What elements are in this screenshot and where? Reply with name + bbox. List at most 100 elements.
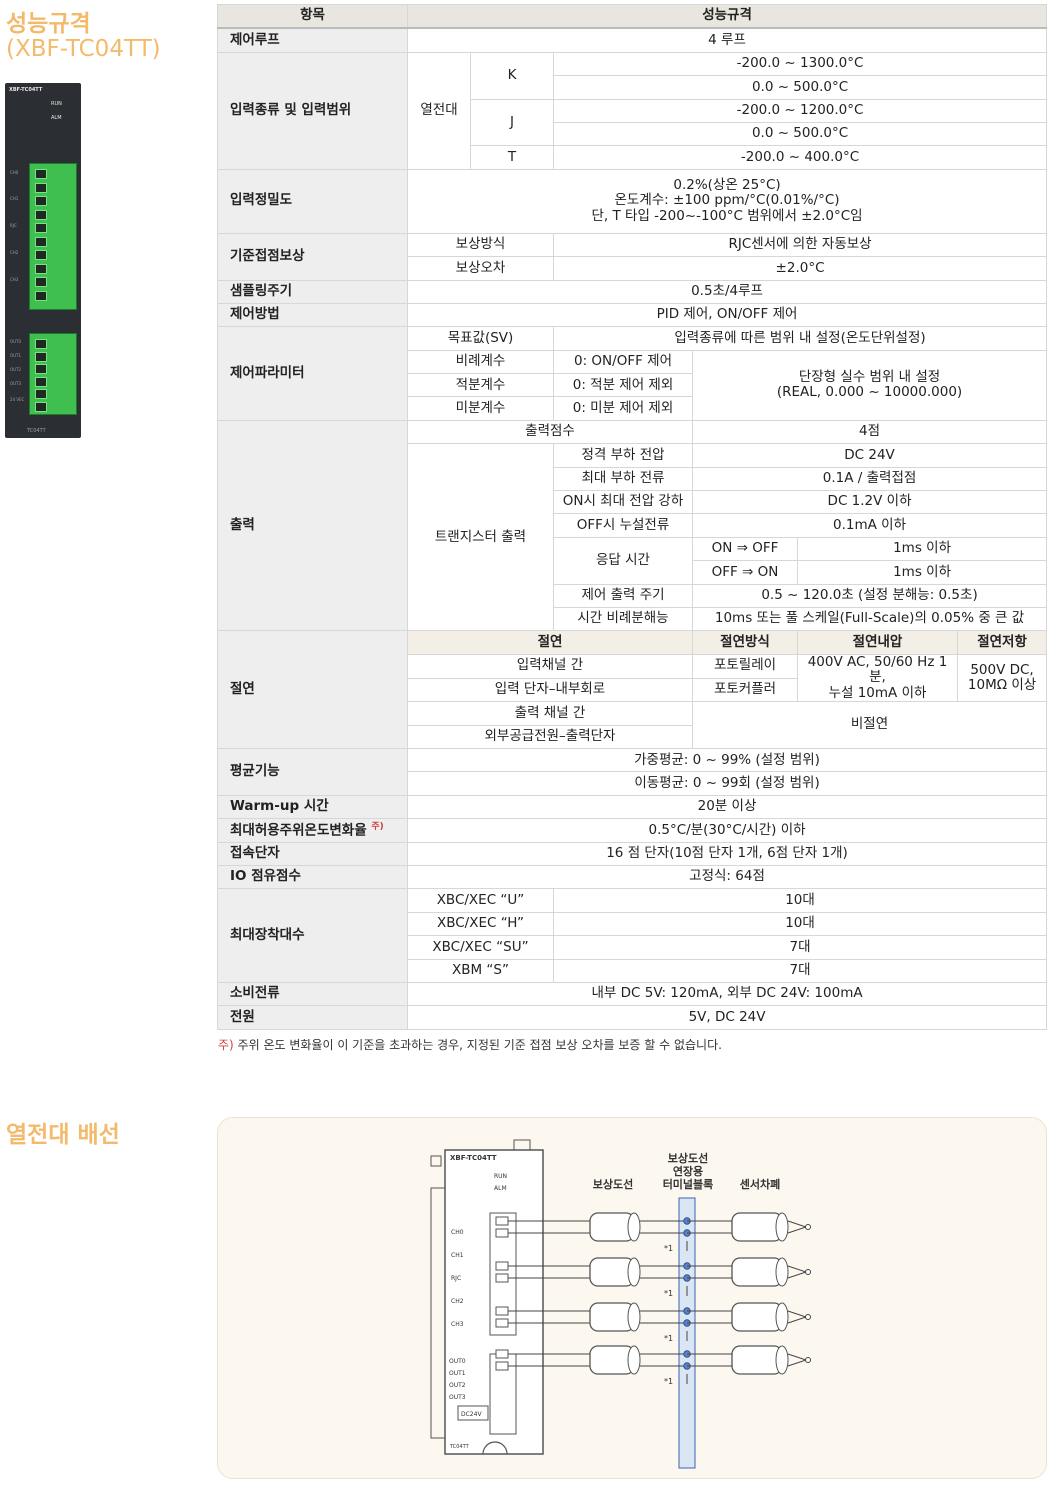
diagram-module-pin bbox=[495, 1273, 509, 1283]
terminal-pin bbox=[35, 196, 47, 206]
wiring-diagram: XBF-TC04TT RUN ALM CH0 CH1 RJC CH2 CH3 O… bbox=[430, 1139, 811, 1469]
cell-param-p: 비례계수 bbox=[407, 349, 554, 375]
module-ch3-label: CH3 bbox=[10, 277, 19, 282]
terminal-pin bbox=[35, 376, 47, 387]
row-insulation-head: 절연 절연 절연방식 절연내압 절연저항 bbox=[217, 630, 1048, 750]
diagram-shield-label: 센서차폐 bbox=[740, 1177, 780, 1191]
module-ch0-label: CH0 bbox=[10, 170, 19, 175]
diagram-sensor-junction bbox=[805, 1269, 811, 1275]
subhead-resistance: 절연저항 bbox=[956, 630, 1048, 655]
label-current: 소비전류 bbox=[217, 981, 408, 1007]
row-terminal: 접속단자 16 점 단자(10점 단자 1개, 6점 단자 1개) bbox=[217, 841, 1048, 867]
section-subtitle-model: (XBF-TC04TT) bbox=[6, 36, 161, 62]
value-param-sv: 입력종류에 따른 범위 내 설정(온도단위설정) bbox=[552, 326, 1048, 351]
value-temp-change: 0.5°C/분(30°C/시간) 이하 bbox=[406, 818, 1048, 843]
ins-res-line2: 10MΩ 이상 bbox=[967, 677, 1037, 694]
footnote-text: 주위 온도 변화율이 이 기준을 초과하는 경우, 지정된 기준 접점 보상 오… bbox=[233, 1038, 722, 1052]
diagram-cables: *1*1*1*1 bbox=[495, 1212, 811, 1386]
diagram-cable-end bbox=[627, 1212, 641, 1242]
footnote: 주) 주위 온도 변화율이 이 기준을 초과하는 경우, 지정된 기준 접점 보… bbox=[218, 1036, 722, 1053]
cell-resolution: 시간 비례분해능 bbox=[553, 606, 693, 632]
cell-transistor: 트랜지스터 출력 bbox=[407, 443, 554, 632]
diagram-sensor-junction bbox=[805, 1224, 811, 1230]
diagram-ch2-label: CH2 bbox=[451, 1298, 464, 1305]
row-io: IO 점유점수 고정식: 64점 bbox=[217, 865, 1048, 890]
diagram-shield-cable bbox=[731, 1212, 783, 1242]
value-warmup: 20분 이상 bbox=[406, 794, 1048, 820]
row-output-leak: OFF시 누설전류 0.1mA 이하 bbox=[218, 513, 1048, 538]
value-rjc-method: RJC센서에 의한 자동보상 bbox=[552, 232, 1048, 258]
diagram-module-pin bbox=[495, 1261, 509, 1271]
label-control-loop: 제어루프 bbox=[217, 27, 408, 53]
wiring-diagram-panel: XBF-TC04TT RUN ALM CH0 CH1 RJC CH2 CH3 O… bbox=[217, 1117, 1047, 1479]
label-params: 제어파라미터 bbox=[217, 326, 408, 421]
diagram-out2-label: OUT2 bbox=[449, 1382, 466, 1389]
row-insulation-3: 출력 채널 간 비절연 bbox=[218, 701, 1048, 750]
value-param-real: 단장형 실수 범위 내 설정 (REAL, 0.000 ~ 10000.000) bbox=[691, 349, 1048, 421]
row-output-rated-v: 트랜지스터 출력 정격 부하 전압 DC 24V bbox=[218, 443, 1048, 632]
param-real-line1: 단장형 실수 범위 내 설정 bbox=[798, 368, 941, 385]
module-out3-label: OUT3 bbox=[10, 381, 22, 386]
cell-ins-r3: 출력 채널 간 bbox=[407, 701, 693, 726]
ins-voltage-line2: 누설 10mA 이하 bbox=[828, 684, 927, 701]
terminal-pin bbox=[35, 236, 47, 247]
row-output-resolution: 시간 비례분해능 10ms 또는 풀 스케일(Full-Scale)의 0.05… bbox=[218, 606, 1048, 632]
cell-j-range1: -200.0 ~ 1200.0°C bbox=[552, 98, 1048, 123]
value-mount-4: 7대 bbox=[552, 958, 1048, 984]
table-header-row: 항목 성능규격 bbox=[217, 4, 1048, 30]
subhead-method: 절연방식 bbox=[692, 630, 798, 655]
diagram-sensor-tip bbox=[787, 1353, 808, 1367]
cell-off-on: OFF ⇒ ON bbox=[692, 560, 798, 585]
value-averaging-2: 이동평균: 0 ~ 99회 (설정 범위) bbox=[406, 771, 1048, 796]
row-averaging-2: 이동평균: 0 ~ 99회 (설정 범위) bbox=[218, 771, 1048, 796]
terminal-pin bbox=[35, 250, 47, 260]
cell-mount-3: XBC/XEC “SU” bbox=[407, 935, 554, 960]
module-bottom-label: TC04TT bbox=[27, 428, 46, 434]
value-param-d: 0: 미분 제어 제외 bbox=[553, 396, 693, 421]
row-mount-4: XBM “S” 7대 bbox=[218, 958, 1048, 984]
diagram-comp-cable bbox=[589, 1345, 635, 1375]
row-current: 소비전류 내부 DC 5V: 120mA, 외부 DC 24V: 100mA bbox=[217, 981, 1048, 1007]
row-output-drop: ON시 최대 전압 강하 DC 1.2V 이하 bbox=[218, 490, 1048, 515]
diagram-out3-label: OUT3 bbox=[449, 1394, 466, 1401]
value-param-p: 0: ON/OFF 제어 bbox=[553, 349, 693, 375]
label-mount: 최대장착대수 bbox=[217, 888, 408, 983]
diagram-model-label: XBF-TC04TT bbox=[450, 1154, 497, 1162]
terminal-pin bbox=[35, 223, 47, 233]
row-input-t: T -200.0 ~ 400.0°C bbox=[218, 145, 1048, 170]
row-control-loop: 제어루프 4 루프 bbox=[217, 27, 1048, 53]
cell-t-range1: -200.0 ~ 400.0°C bbox=[552, 145, 1048, 170]
diagram-rjc-label: RJC bbox=[451, 1275, 461, 1282]
value-on-off: 1ms 이하 bbox=[796, 536, 1048, 562]
label-insulation: 절연 bbox=[217, 630, 408, 750]
label-temp-change: 최대허용주위온도변화율 bbox=[230, 822, 367, 839]
module-alm-label: ALM bbox=[51, 115, 62, 121]
diagram-module-pin bbox=[495, 1216, 509, 1226]
row-insulation-2: 입력 단자–내부회로 포토커플러 bbox=[218, 677, 1047, 703]
row-param-i: 적분계수 0: 적분 제어 제외 bbox=[218, 373, 1047, 398]
cell-rjc-error: 보상오차 bbox=[407, 256, 554, 281]
row-input-k2: 0.0 ~ 500.0°C bbox=[218, 75, 1048, 100]
value-max-i: 0.1A / 출력접점 bbox=[691, 466, 1048, 492]
value-rated-v: DC 24V bbox=[691, 443, 1048, 468]
diagram-cable-end bbox=[627, 1345, 641, 1375]
cell-max-i: 최대 부하 전류 bbox=[553, 466, 693, 492]
cell-leak: OFF시 누설전류 bbox=[553, 513, 693, 538]
value-current: 내부 DC 5V: 120mA, 외부 DC 24V: 100mA bbox=[406, 981, 1048, 1007]
label-input: 입력종류 및 입력범위 bbox=[217, 51, 408, 170]
row-output-points: 출력 출력점수 4점 bbox=[217, 419, 1048, 632]
value-mount-1: 10대 bbox=[552, 888, 1048, 913]
module-model-label: XBF-TC04TT bbox=[9, 87, 43, 93]
cell-ins-r1-method: 포토릴레이 bbox=[692, 653, 798, 679]
spec-table: 항목 성능규격 제어루프 4 루프 입력종류 및 입력범위 열전대 K -200… bbox=[217, 4, 1048, 1030]
row-mount-1: 최대장착대수 XBC/XEC “U” 10대 bbox=[217, 888, 1048, 983]
row-mount-3: XBC/XEC “SU” 7대 bbox=[218, 935, 1048, 960]
terminal-pin bbox=[35, 290, 47, 301]
cell-param-sv: 목표값(SV) bbox=[407, 326, 554, 351]
diagram-wire-label: 보상도선 bbox=[593, 1177, 633, 1191]
value-leak: 0.1mA 이하 bbox=[691, 513, 1048, 538]
diagram-module-pin bbox=[495, 1349, 509, 1359]
label-method: 제어방법 bbox=[217, 302, 408, 328]
diagram-shield-cable bbox=[731, 1257, 783, 1287]
diagram-ch3-label: CH3 bbox=[451, 1321, 464, 1328]
